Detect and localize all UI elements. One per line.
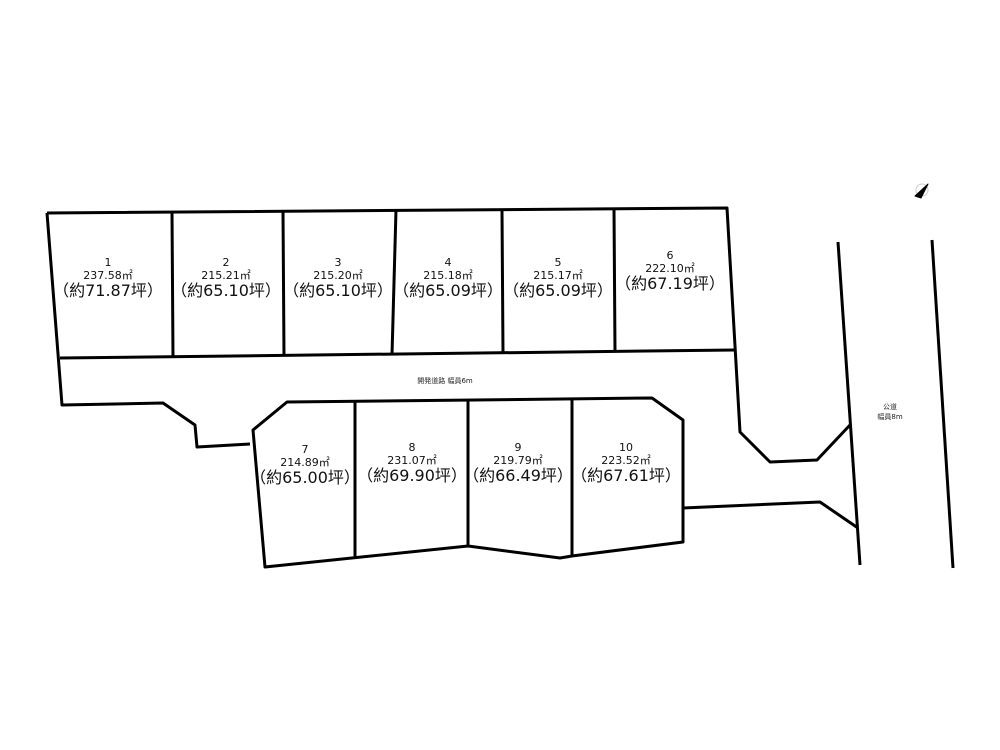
lot-area: 231.07㎡ — [387, 453, 437, 467]
lot-number: 2 — [222, 256, 230, 269]
lot-number: 3 — [334, 256, 342, 269]
lot-tsubo: （約65.09坪） — [503, 281, 613, 301]
lot-area: 215.17㎡ — [533, 268, 583, 282]
lot-tsubo: （約67.19坪） — [615, 274, 725, 294]
lot-number: 8 — [408, 441, 416, 454]
dev-road-label: 開発道路 幅員6m — [417, 377, 473, 385]
lot-area: 215.21㎡ — [201, 268, 251, 282]
divider — [281, 210, 286, 357]
lot-area: 215.20㎡ — [313, 268, 363, 282]
lot-area: 237.58㎡ — [83, 268, 133, 282]
lot-tsubo: （約67.61坪） — [571, 466, 681, 486]
lot-tsubo: （約69.90坪） — [357, 466, 467, 486]
lot-number: 4 — [444, 256, 452, 269]
public-road-name: 公道 — [883, 403, 897, 411]
upper-block-outline — [46, 206, 852, 464]
public-road-right — [930, 239, 955, 569]
lot-tsubo: （約65.10坪） — [283, 281, 393, 301]
lot-number: 9 — [514, 441, 522, 454]
public-road-label: 公道 幅員8m — [877, 402, 902, 422]
lot-tsubo: （約71.87坪） — [53, 281, 163, 301]
lot-number: 10 — [619, 441, 633, 454]
divider — [500, 209, 505, 355]
public-road-left — [836, 241, 862, 566]
divider — [170, 211, 175, 358]
lot-number: 6 — [666, 249, 674, 262]
lot-number: 1 — [104, 256, 112, 269]
lot-tsubo: （約65.00坪） — [250, 468, 360, 488]
access-road-boundary — [682, 500, 859, 530]
site-left-boundary — [45, 212, 251, 449]
lot-area: 223.52㎡ — [601, 453, 651, 467]
lot-tsubo: （約65.09坪） — [393, 281, 503, 301]
lot-tsubo: （約66.49坪） — [463, 466, 573, 486]
lot-area: 222.10㎡ — [645, 261, 695, 275]
lot-area: 219.79㎡ — [493, 453, 543, 467]
lot-tsubo: （約65.10坪） — [171, 281, 281, 301]
lot-area: 215.18㎡ — [423, 268, 473, 282]
north-arrow-icon — [914, 183, 929, 199]
divider — [612, 208, 617, 353]
upper-lots-bottom — [59, 348, 736, 360]
lot-number: 5 — [554, 256, 562, 269]
public-road-width: 幅員8m — [877, 413, 903, 421]
lot-number: 7 — [301, 443, 309, 456]
divider — [390, 209, 398, 356]
lot-area: 214.89㎡ — [280, 455, 330, 469]
